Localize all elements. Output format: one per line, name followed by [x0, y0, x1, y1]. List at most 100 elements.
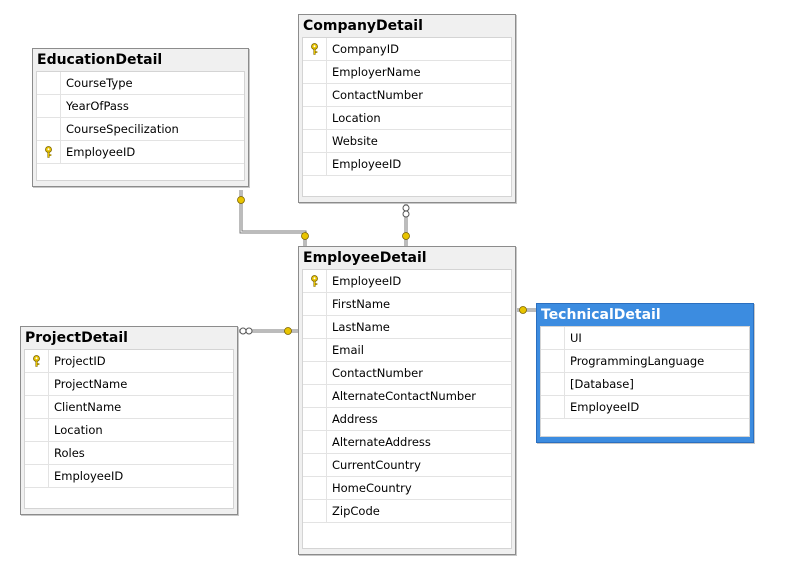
table-title: ProjectDetail [25, 330, 128, 346]
column-row[interactable]: FirstName [303, 293, 511, 316]
row-selector [303, 385, 327, 407]
column-name: CourseSpecilization [66, 122, 179, 136]
column-name: ProjectID [54, 354, 106, 368]
row-selector [541, 350, 565, 372]
primary-key-icon [37, 141, 61, 163]
row-selector [37, 118, 61, 140]
row-selector [303, 500, 327, 522]
column-name: CourseType [66, 76, 133, 90]
column-name: ProjectName [54, 377, 128, 391]
column-row[interactable]: EmployeeID [25, 465, 233, 488]
column-row[interactable]: CourseSpecilization [37, 118, 244, 141]
column-name: ProgrammingLanguage [570, 354, 705, 368]
row-selector [303, 61, 327, 83]
column-name: EmployeeID [66, 145, 136, 159]
column-name: EmployerName [332, 65, 421, 79]
column-name: AlternateContactNumber [332, 389, 477, 403]
column-row[interactable]: ContactNumber [303, 84, 511, 107]
row-selector [303, 408, 327, 430]
column-name: HomeCountry [332, 481, 412, 495]
column-row[interactable]: Location [25, 419, 233, 442]
row-selector [25, 396, 49, 418]
column-name: ContactNumber [332, 88, 423, 102]
column-name: ZipCode [332, 504, 380, 518]
row-selector [303, 454, 327, 476]
column-name: EmployeeID [332, 274, 402, 288]
column-row[interactable]: CompanyID [303, 38, 511, 61]
column-name: Location [54, 423, 103, 437]
column-name: YearOfPass [66, 99, 129, 113]
column-row[interactable]: [Database] [541, 373, 749, 396]
row-selector [303, 84, 327, 106]
column-name: ClientName [54, 400, 122, 414]
column-row[interactable]: ProjectName [25, 373, 233, 396]
many-end-icon [402, 204, 410, 218]
row-selector [303, 431, 327, 453]
relationship-education-employee[interactable] [239, 190, 307, 246]
row-selector [303, 362, 327, 384]
column-row[interactable]: ContactNumber [303, 362, 511, 385]
column-row[interactable]: Roles [25, 442, 233, 465]
column-row[interactable]: EmployerName [303, 61, 511, 84]
column-row[interactable]: EmployeeID [37, 141, 244, 164]
column-row[interactable]: CourseType [37, 72, 244, 95]
column-name: CurrentCountry [332, 458, 421, 472]
row-selector [303, 130, 327, 152]
row-selector [25, 419, 49, 441]
table-title: CompanyDetail [303, 18, 423, 34]
row-selector [541, 327, 565, 349]
column-name: Address [332, 412, 378, 426]
primary-key-icon [25, 350, 49, 372]
column-name: EmployeeID [570, 400, 640, 414]
column-row[interactable]: UI [541, 327, 749, 350]
row-selector [25, 442, 49, 464]
column-row[interactable]: AlternateAddress [303, 431, 511, 454]
row-selector [303, 153, 327, 175]
primary-key-icon [303, 270, 327, 292]
table-title: TechnicalDetail [541, 307, 661, 323]
column-row[interactable]: EmployeeID [541, 396, 749, 419]
column-row[interactable]: HomeCountry [303, 477, 511, 500]
column-name: AlternateAddress [332, 435, 431, 449]
column-row[interactable]: LastName [303, 316, 511, 339]
column-row[interactable]: YearOfPass [37, 95, 244, 118]
table-title: EmployeeDetail [303, 250, 427, 266]
column-row[interactable]: ZipCode [303, 500, 511, 523]
column-name: CompanyID [332, 42, 399, 56]
column-row[interactable]: ClientName [25, 396, 233, 419]
table-technical-detail[interactable]: TechnicalDetail UI ProgrammingLanguage [Da… [536, 303, 754, 443]
column-name: Website [332, 134, 378, 148]
row-selector [37, 72, 61, 94]
column-row[interactable]: CurrentCountry [303, 454, 511, 477]
row-selector [25, 373, 49, 395]
column-name: UI [570, 331, 582, 345]
column-name: LastName [332, 320, 390, 334]
table-title: EducationDetail [37, 52, 163, 68]
column-row[interactable]: EmployeeID [303, 153, 511, 176]
column-name: ContactNumber [332, 366, 423, 380]
column-name: [Database] [570, 377, 634, 391]
column-row[interactable]: ProgrammingLanguage [541, 350, 749, 373]
row-selector [303, 339, 327, 361]
column-row[interactable]: Email [303, 339, 511, 362]
column-name: EmployeeID [54, 469, 124, 483]
column-row[interactable]: Location [303, 107, 511, 130]
column-row[interactable]: EmployeeID [303, 270, 511, 293]
column-row[interactable]: ProjectID [25, 350, 233, 373]
key-end-icon [237, 196, 527, 335]
column-row[interactable]: AlternateContactNumber [303, 385, 511, 408]
column-row[interactable]: Address [303, 408, 511, 431]
column-row[interactable]: Website [303, 130, 511, 153]
row-selector [303, 293, 327, 315]
row-selector [541, 396, 565, 418]
row-selector [25, 465, 49, 487]
column-grid: UI ProgrammingLanguage [Database] EmployeeI… [540, 326, 750, 437]
